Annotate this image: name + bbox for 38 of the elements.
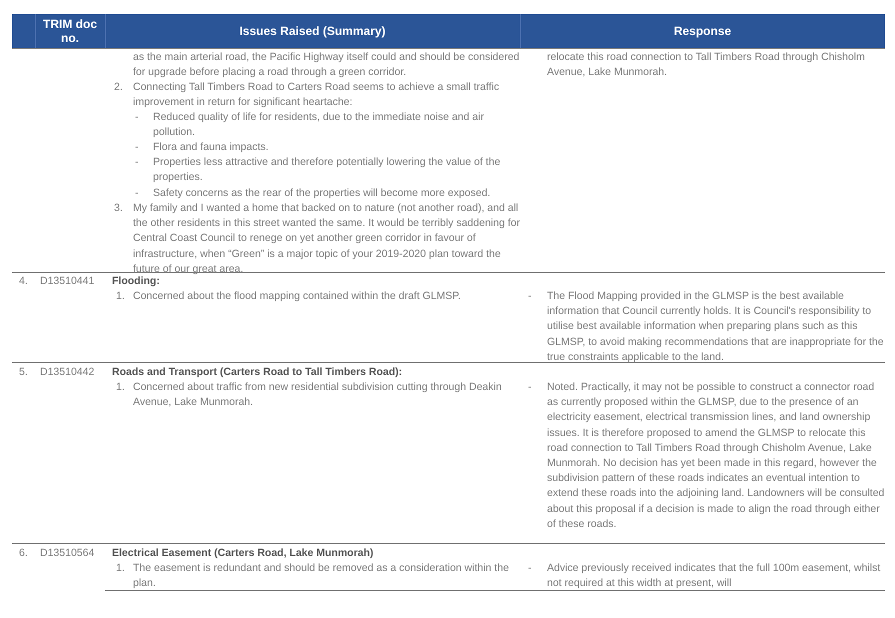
section-heading: Electrical Easement (Carters Road, Lake Munmorah) (112, 546, 374, 561)
document-number: D13510442 (40, 365, 96, 380)
cell-text: Concerned about traffic from new residential subdivision cutting through Deakin Avenue, Lake Munmorah. (133, 380, 503, 410)
list-bullet: - (135, 110, 140, 125)
cell-text: Concerned about the flood mapping contained within the draft GLMSP. (133, 289, 462, 304)
document-number: D13510441 (40, 274, 96, 289)
column-header: TRIM doc no. (42, 17, 98, 45)
list-bullet: - (528, 380, 532, 395)
list-bullet: - (528, 289, 532, 304)
section-heading: Flooding: (112, 274, 161, 289)
document-number: D13510564 (40, 546, 96, 561)
row-number: 6. (19, 546, 29, 561)
list-bullet: - (528, 561, 532, 576)
cell-text: Connecting Tall Timbers Road to Carters Road seems to achieve a small traffic improvement in return for significant heartache: (133, 80, 500, 110)
row-number: 4. (19, 274, 29, 289)
cell-text: relocate this road connection to Tall Timbers Road through Chisholm Avenue, Lake Munmorah. (547, 50, 866, 80)
cell-text: Safety concerns as the rear of the properties will become more exposed. (153, 186, 492, 201)
list-number: 2. (114, 80, 124, 95)
cell-text: Reduced quality of life for residents, due to the immediate noise and air pollution. (153, 110, 485, 140)
cell-text: Advice previously received indicates that the full 100m easement, whilst not required at this width at present, will (547, 561, 882, 592)
list-number: 3. (114, 201, 124, 216)
cell-text: Flora and fauna impacts. (153, 140, 270, 155)
cell-text: as the main arterial road, the Pacific Highway itself could and should be considered for upgrade before placing a road through a green corridor. (133, 50, 520, 80)
cell-text: The easement is redundant and should be removed as a consideration within the plan. (133, 561, 510, 592)
cell-text: Properties less attractive and therefore potentially lowering the value of the properties. (153, 155, 502, 186)
column-header: Response (672, 24, 732, 38)
list-number: 1. (116, 561, 126, 576)
cell-text: Noted. Practically, it may not be possible to construct a connector road as currently proposed within the GLMSP, due to the presence of an electricity easement, electrical transmission lines, and land ownership issues. It is therefore proposed to amend the GLMSP to relocate this road connection to Tall Timbers Road through Chisholm Avenue, Lake Munmorah. No decision has yet been made in this regard, however the subdivision pattern of these roads indicates an eventual intention to extend these roads into the adjoining land. Landowners will be consulted about this proposal if a decision is made to align the road through either of these roads. (547, 380, 886, 532)
list-number: 1. (116, 289, 126, 304)
section-heading: Roads and Transport (Carters Road to Tall Timbers Road): (112, 365, 404, 380)
list-bullet: - (135, 155, 140, 170)
cell-text: My family and I wanted a home that backed on to nature (not another road), and all the other residents in this street wanted the same. It would be terribly saddening for Central Coast Council to renege on yet another green corridor in favour of infrastructure, when “Green” is a major topic of your 2019-2020 plan toward the future of our great area. (133, 201, 521, 276)
cell-text: The Flood Mapping provided in the GLMSP is the best available information that Council currently holds. It is Council's responsibility to utilise best available information when preparing plans such as this GLMSP, to avoid making recommendations that are inappropriate for the true constraints applicable to the land. (547, 289, 885, 365)
column-header: Issues Raised (Summary) (238, 24, 387, 38)
list-number: 1. (116, 380, 126, 395)
list-bullet: - (135, 186, 140, 201)
list-bullet: - (135, 140, 140, 155)
row-number: 5. (19, 365, 29, 380)
